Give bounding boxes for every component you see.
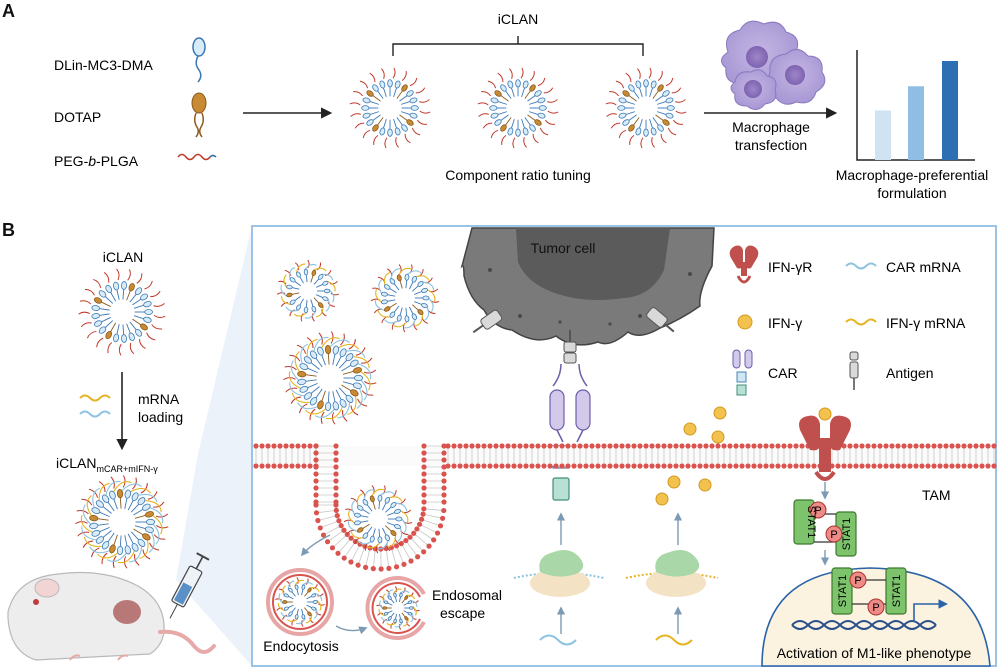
legend-ifngr-icon: [729, 245, 759, 284]
nucleus: [761, 567, 991, 667]
broken-endosome: [365, 576, 426, 640]
dotap-lipid-icon: [191, 92, 207, 138]
peg-plga-icon: [177, 153, 217, 161]
legend-car-label: CAR: [768, 365, 798, 381]
lnp-loaded: [75, 475, 169, 569]
iclan-label-b: iCLAN: [103, 249, 143, 265]
formulation-line-1: Macrophage-preferential: [836, 167, 989, 183]
lnp-variant-1: [349, 67, 431, 149]
dna-helix: [791, 620, 937, 630]
activation-label: Activation of M1-like phenotype: [777, 645, 972, 661]
ifngr-receptor: [799, 407, 851, 481]
bar-formulation-1: [875, 110, 891, 160]
mrna-strand-icons: [79, 394, 111, 418]
mrna-loading-line-2: loading: [138, 409, 183, 425]
mouse-illustration: [7, 571, 216, 661]
transfection-line-2: transfection: [735, 137, 807, 153]
stat1-dimer-cytoplasm: [793, 482, 857, 566]
iclan-bracket-label: iCLAN: [498, 11, 538, 27]
legend-car-icon: [732, 349, 753, 396]
bar-formulation-2: [908, 86, 924, 160]
formulation-line-2: formulation: [877, 185, 946, 201]
lnp-free-3: [283, 331, 377, 425]
lnp-endocytosed: [343, 485, 413, 554]
tam-label: TAM: [922, 487, 951, 503]
legend-ifng-mrna-icon: [845, 318, 877, 326]
escape-flow-arrow: [335, 625, 368, 635]
stat1-nuc-label-2: STAT1: [891, 575, 903, 608]
phospho-nuc-label-2: P: [872, 602, 879, 614]
mrna-loading-line-1: mRNA: [138, 391, 180, 407]
lnp-empty: [78, 268, 166, 356]
stat1-nuc-label-1: STAT1: [837, 575, 849, 608]
bar-chart-axes: [856, 50, 975, 161]
mc3-lipid-icon: [192, 37, 206, 83]
legend-antigen-label: Antigen: [886, 365, 933, 381]
stat1-label-1: STAT1: [805, 506, 817, 539]
legend-dotap-label: DOTAP: [54, 109, 101, 125]
endocytosis-label: Endocytosis: [263, 638, 338, 654]
cell-membrane: [253, 443, 997, 572]
macrophage-cluster-icon: [721, 20, 826, 110]
phospho-label-1: P: [814, 505, 821, 517]
ribosome-ifng: [625, 550, 719, 646]
legend-peg-plga-label: PEG-b-PLGA: [54, 153, 139, 169]
panel-b-label: B: [2, 220, 15, 240]
antigen-tumor-right: [646, 307, 675, 333]
lnp-in-endosome: [275, 577, 325, 627]
syringe-icon: [169, 552, 210, 619]
endosomal-escape-line-2: escape: [440, 605, 485, 621]
ifng-molecules-secreted: [655, 475, 712, 506]
lnp-free-2: [370, 264, 440, 333]
loaded-iclan-label: iCLANmCAR+mIFN-γ: [56, 455, 158, 474]
legend-mc3-label: DLin-MC3-DMA: [54, 57, 153, 73]
lnp-escaping: [376, 586, 420, 630]
tumor-cell-label: Tumor cell: [531, 240, 596, 256]
antigen-tumor-left: [472, 309, 503, 334]
bar-formulation-3: [942, 61, 958, 160]
iclan-bracket: [392, 36, 644, 56]
formulation-bar-chart: [856, 50, 975, 161]
legend-car-mrna-label: CAR mRNA: [886, 259, 961, 275]
lnp-variant-3: [605, 67, 687, 149]
legend-ifngr-label: IFN-γR: [768, 259, 812, 275]
endocytosis-flow-arrow: [300, 534, 331, 557]
legend-ifng-mrna-label: IFN-γ mRNA: [886, 315, 966, 331]
stat1-dimer-nucleus: [831, 567, 907, 616]
transfection-line-1: Macrophage: [732, 119, 810, 135]
legend-ifng-icon: [737, 314, 753, 330]
phospho-label-2: P: [830, 529, 837, 541]
legend-car-mrna-icon: [845, 262, 877, 270]
legend-ifng-label: IFN-γ: [768, 315, 802, 331]
panel-a-label: A: [2, 1, 15, 21]
zoom-wedge: [176, 226, 252, 666]
lnp-free-1: [276, 259, 340, 322]
component-ratio-tuning-label: Component ratio tuning: [445, 167, 591, 183]
ribosome-car: [513, 550, 605, 646]
legend-antigen-icon: [849, 351, 859, 390]
stat1-label-2: STAT1: [841, 518, 853, 551]
phospho-nuc-label-1: P: [854, 575, 861, 587]
endosomal-escape-line-1: Endosomal: [432, 587, 502, 603]
ifng-molecules-extracellular: [683, 406, 727, 444]
lnp-variant-2: [477, 67, 559, 149]
transcription-arrow: [913, 599, 948, 622]
antigen-bound: [563, 330, 577, 364]
